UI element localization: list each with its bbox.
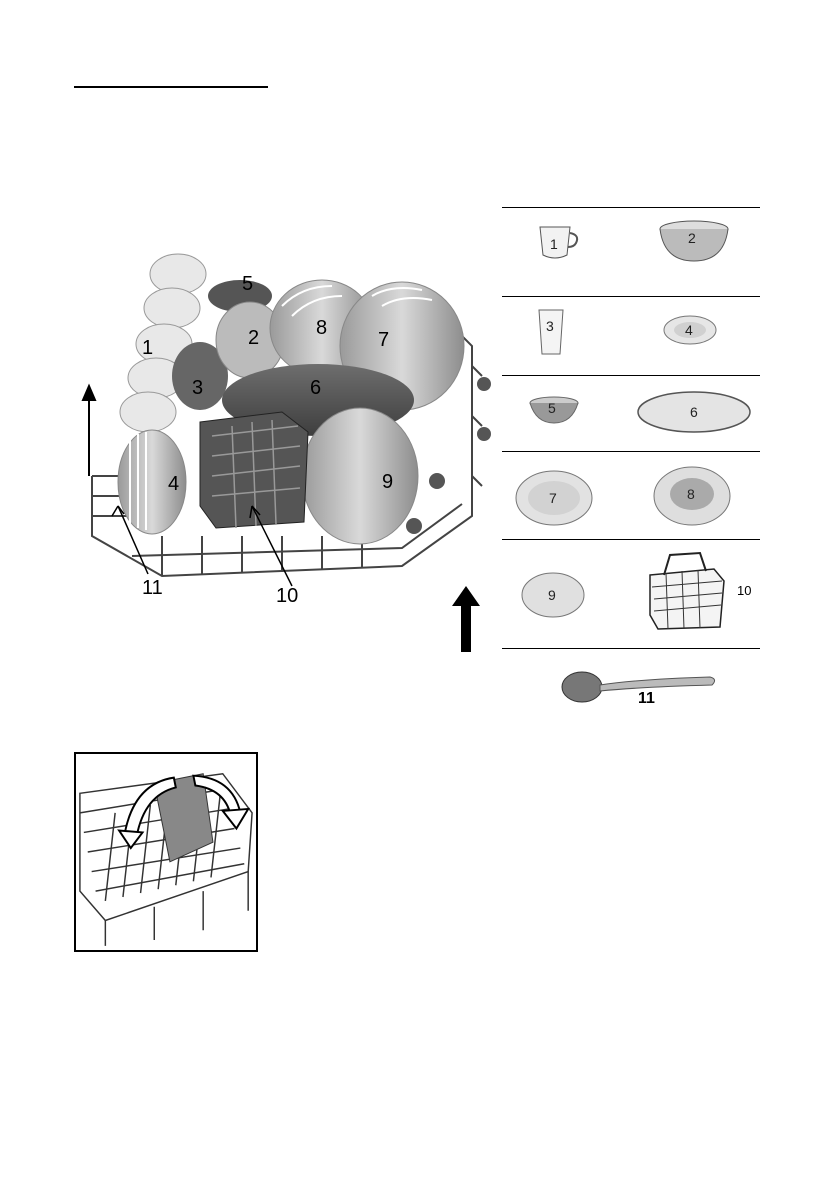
legend-item-glass: 3	[536, 307, 566, 357]
legend-item-oval-platter: 6	[636, 389, 752, 435]
cup-icon: 1	[536, 221, 584, 261]
legend-item-dessert-bowl: 5	[528, 395, 580, 425]
glass-icon: 3	[536, 307, 566, 357]
callout-2: 2	[248, 327, 259, 349]
dinner-plate-icon: 7	[514, 469, 594, 527]
callout-4: 4	[168, 473, 179, 495]
svg-text:7: 7	[549, 490, 557, 506]
legend-item-serving-plate: 9	[520, 571, 586, 619]
dessert-plate-icon: 4	[662, 313, 718, 347]
callout-6: 6	[310, 377, 321, 399]
svg-text:2: 2	[688, 230, 696, 246]
legend-row-divider	[502, 375, 760, 376]
folding-rack-figure	[74, 752, 258, 952]
svg-text:8: 8	[687, 486, 695, 502]
dessert-bowl-icon: 5	[528, 395, 580, 425]
legend-item-cutlery-basket	[644, 551, 730, 631]
legend-item-dinner-plate: 7	[514, 469, 594, 527]
svg-text:1: 1	[550, 236, 558, 252]
spoon-number: 11	[638, 690, 655, 708]
svg-text:9: 9	[548, 587, 556, 603]
legend-item-soup-plate: 8	[652, 465, 732, 527]
soup-bowl-icon: 2	[658, 219, 730, 263]
legend-item-dessert-plate: 4	[662, 313, 718, 347]
svg-text:6: 6	[690, 404, 698, 420]
heading-underline	[74, 86, 268, 88]
lower-rack-illustration: 1 2 3 4 5 6 7 8 9 10 11	[72, 236, 502, 616]
serving-plate-icon: 9	[520, 571, 586, 619]
callout-5: 5	[242, 273, 253, 295]
slide-up-arrow-icon	[83, 386, 95, 476]
cutlery-basket-icon	[644, 551, 730, 631]
soup-plate-icon: 8	[652, 465, 732, 527]
cutlery-basket-number: 10	[737, 583, 751, 598]
callout-11: 11	[142, 577, 163, 599]
svg-text:4: 4	[685, 322, 693, 338]
legend-row-divider	[502, 207, 760, 208]
lower-rack-loading-figure: 1 2 3 4 5 6 7 8 9 10 11	[72, 236, 502, 616]
svg-text:3: 3	[546, 318, 554, 334]
legend-row-divider	[502, 539, 760, 540]
callout-1: 1	[142, 337, 153, 359]
callout-9: 9	[382, 471, 393, 493]
legend-item-soup-bowl: 2	[658, 219, 730, 263]
callout-10: 10	[276, 585, 298, 607]
oval-platter-icon: 6	[636, 389, 752, 435]
callout-8: 8	[316, 317, 327, 339]
folding-tines-illustration	[76, 754, 256, 950]
callout-3: 3	[192, 377, 203, 399]
legend-row-divider	[502, 648, 760, 649]
callout-7: 7	[378, 329, 389, 351]
legend-item-cup: 1	[536, 221, 584, 261]
svg-text:5: 5	[548, 400, 556, 416]
front-plates-shape	[302, 408, 418, 544]
legend-row-divider	[502, 451, 760, 452]
legend-row-divider	[502, 296, 760, 297]
loading-direction-arrow-icon	[450, 586, 482, 652]
